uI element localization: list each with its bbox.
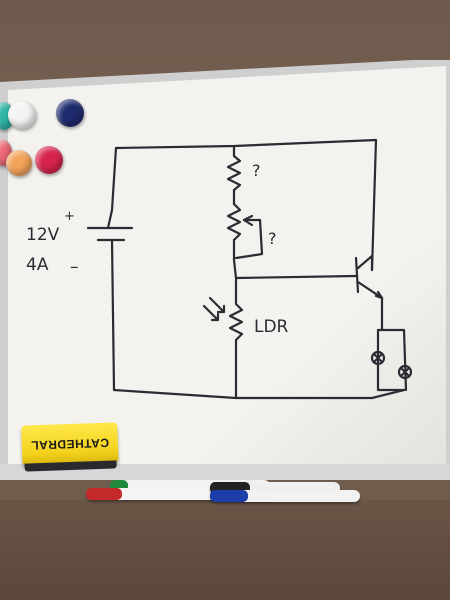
blue-marker[interactable] <box>210 490 360 502</box>
variable-resistor-question-mark: ? <box>268 229 277 248</box>
whiteboard-surface: 12V + 4A – ? ? LDR <box>0 60 450 480</box>
variable-resistor <box>226 202 242 242</box>
left-wire-lower <box>110 238 116 392</box>
wiper-loop <box>234 218 264 260</box>
white-magnet <box>8 101 36 129</box>
transistor-collector <box>356 254 374 272</box>
transistor-base-bar <box>354 256 360 294</box>
resistor-top <box>226 154 242 192</box>
battery-plus-label: + <box>64 209 75 224</box>
lamp-1-cross <box>372 352 384 364</box>
navy-magnet <box>56 99 84 127</box>
wall <box>0 500 450 600</box>
battery-voltage-label: 12V <box>26 225 60 245</box>
resistor-top-question-mark: ? <box>252 161 261 180</box>
transistor-emitter <box>356 280 384 300</box>
magenta-magnet <box>35 146 63 174</box>
right-wire <box>370 138 378 272</box>
bottom-wire <box>112 388 406 400</box>
left-wire-upper <box>106 146 118 230</box>
light-arrow-2 <box>208 296 226 314</box>
light-arrow-1 <box>202 304 220 322</box>
blue-marker-cap <box>210 490 248 502</box>
whiteboard: 12V + 4A – ? ? LDR <box>0 60 450 480</box>
battery-current-label: 4A <box>26 255 49 275</box>
red-marker-cap <box>86 488 122 500</box>
wiper-arrow <box>242 214 254 227</box>
eraser-brand: CATHEDRAL <box>30 435 110 453</box>
lamp-branch-right <box>380 328 408 392</box>
lamp-2-cross <box>399 366 411 378</box>
lamp-branch-left <box>376 296 406 392</box>
circuit-diagram <box>86 138 413 400</box>
lamp-1 <box>370 350 386 366</box>
marker-tray <box>70 480 370 510</box>
board-glare <box>8 66 446 478</box>
ldr-resistor <box>228 302 244 342</box>
lamp-2 <box>397 364 413 380</box>
ldr-label: LDR <box>254 317 289 337</box>
orange-magnet <box>6 150 32 176</box>
whiteboard-eraser[interactable]: CATHEDRAL <box>21 422 119 473</box>
battery-minus-label: – <box>70 257 79 277</box>
